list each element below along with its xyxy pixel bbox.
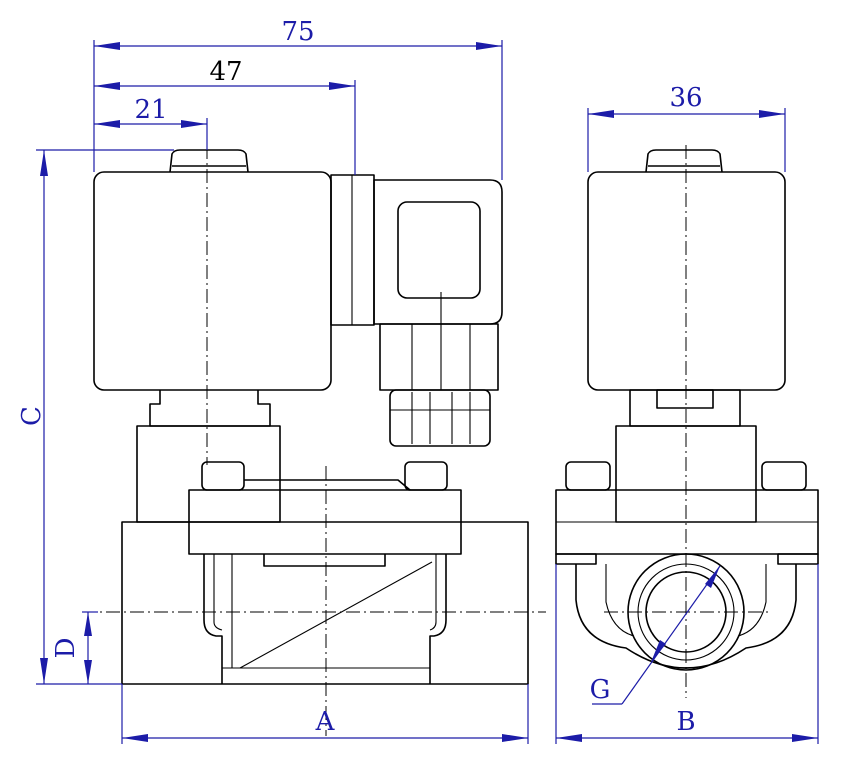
dimension-21-label: 21 — [134, 95, 167, 125]
dimension-b-label: B — [676, 707, 695, 737]
dimension-d-label: D — [51, 638, 81, 659]
front-body — [121, 521, 529, 685]
front-top-nut — [169, 149, 249, 173]
front-coil — [93, 171, 332, 391]
front-chamber — [203, 554, 447, 684]
front-gland-nut — [389, 389, 491, 447]
side-view — [555, 149, 819, 671]
front-bonnet — [136, 425, 281, 523]
dimension-47: 47 — [94, 57, 355, 90]
front-bolt-right — [404, 461, 448, 491]
dimension-g-label: G — [590, 675, 611, 705]
dimension-75-label: 75 — [281, 17, 314, 47]
front-view — [93, 149, 529, 685]
side-bolt-left — [565, 461, 611, 491]
front-connector-window — [397, 201, 481, 299]
dimension-47-label: 47 — [209, 57, 242, 87]
front-bolt-left — [201, 461, 245, 491]
dimension-a-label: A — [315, 707, 336, 737]
dimensions: 75 47 21 36 C — [17, 17, 819, 744]
side-top-nut — [645, 149, 723, 173]
dimension-c: C — [17, 150, 48, 684]
dimension-36: 36 — [588, 83, 785, 118]
dimension-36-label: 36 — [669, 83, 702, 113]
dimension-c-label: C — [17, 406, 47, 426]
front-cable-gland — [379, 323, 499, 391]
dimension-d: D — [51, 611, 98, 684]
dimension-21: 21 — [94, 95, 207, 128]
dimension-a: A — [122, 707, 528, 742]
dimension-75: 75 — [94, 17, 502, 50]
side-bolt-right — [761, 461, 807, 491]
dimension-g: G — [590, 565, 721, 705]
dimension-b: B — [556, 707, 818, 742]
front-stem — [149, 390, 271, 427]
